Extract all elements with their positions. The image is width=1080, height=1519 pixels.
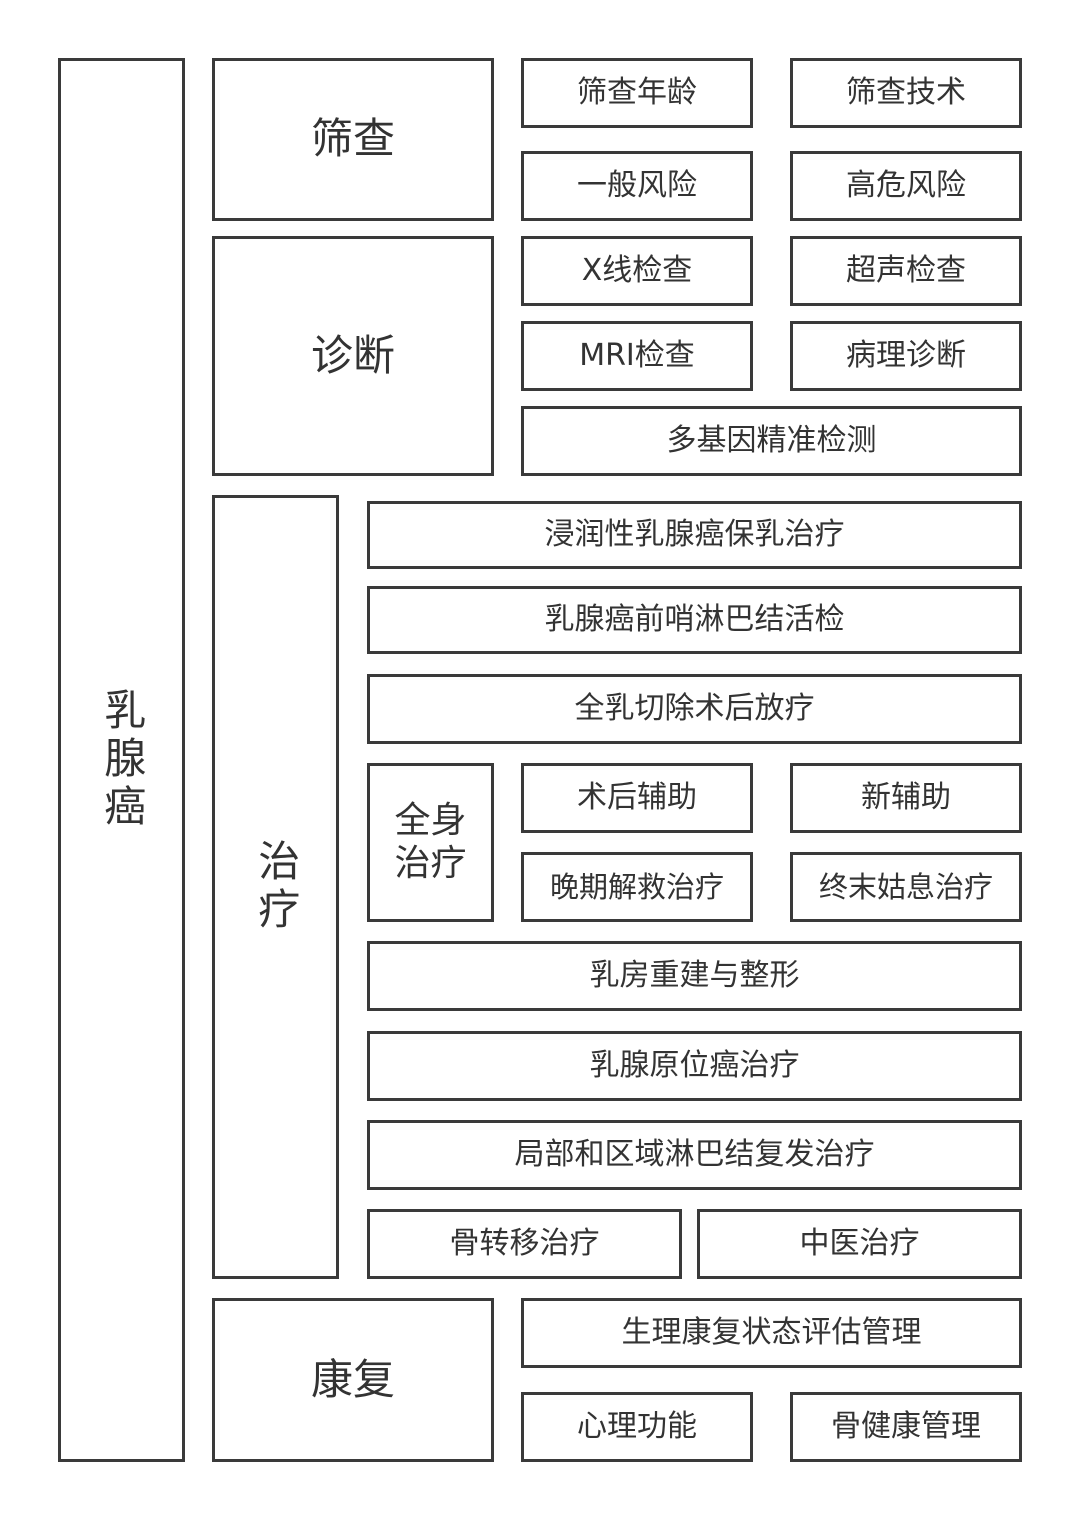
mri-exam-node: MRI检查 — [521, 321, 753, 391]
general-risk-node: 一般风险 — [521, 151, 753, 221]
systemic-treatment-title: 全身 治疗 — [394, 800, 467, 884]
dcis-treatment-label: 乳腺原位癌治疗 — [589, 1048, 800, 1083]
screening-age-label: 筛查年龄 — [577, 75, 697, 110]
physical-rehab-label: 生理康复状态评估管理 — [621, 1315, 922, 1350]
palliative-label: 终末姑息治疗 — [818, 869, 993, 904]
pmrt-label: 全乳切除术后放疗 — [574, 691, 815, 726]
palliative-node: 终末姑息治疗 — [790, 852, 1022, 922]
slnb-node: 乳腺癌前哨淋巴结活检 — [367, 586, 1022, 654]
reconstruction-label: 乳房重建与整形 — [589, 958, 800, 993]
pathology-diagnosis-label: 病理诊断 — [846, 338, 966, 373]
recurrence-treatment-node: 局部和区域淋巴结复发治疗 — [367, 1120, 1022, 1190]
screening-node: 筛查 — [212, 58, 494, 221]
bone-metastasis-label: 骨转移治疗 — [449, 1226, 600, 1261]
root-label: 乳腺癌 — [97, 688, 147, 832]
high-risk-label: 高危风险 — [846, 168, 966, 203]
dcis-treatment-node: 乳腺原位癌治疗 — [367, 1031, 1022, 1101]
ultrasound-exam-label: 超声检查 — [846, 253, 966, 288]
reconstruction-node: 乳房重建与整形 — [367, 941, 1022, 1011]
neoadjuvant-label: 新辅助 — [861, 780, 951, 815]
root-node-breast-cancer: 乳腺癌 — [58, 58, 185, 1462]
multigene-testing-node: 多基因精准检测 — [521, 406, 1022, 476]
tcm-treatment-label: 中医治疗 — [799, 1226, 920, 1261]
advanced-salvage-label: 晚期解救治疗 — [549, 869, 724, 904]
psychological-function-node: 心理功能 — [521, 1392, 753, 1462]
high-risk-node: 高危风险 — [790, 151, 1022, 221]
diagnosis-title: 诊断 — [310, 330, 395, 380]
mri-exam-label: MRI检查 — [579, 338, 695, 373]
psychological-function-label: 心理功能 — [577, 1409, 697, 1444]
treatment-title: 治疗 — [251, 839, 301, 935]
xray-exam-label: X线检查 — [581, 253, 693, 288]
systemic-treatment-node: 全身 治疗 — [367, 763, 494, 922]
xray-exam-node: X线检查 — [521, 236, 753, 306]
screening-title: 筛查 — [310, 114, 395, 164]
pmrt-node: 全乳切除术后放疗 — [367, 674, 1022, 744]
tcm-treatment-node: 中医治疗 — [697, 1209, 1022, 1279]
rehab-node: 康复 — [212, 1298, 494, 1462]
ultrasound-exam-node: 超声检查 — [790, 236, 1022, 306]
bone-health-node: 骨健康管理 — [790, 1392, 1022, 1462]
screening-technique-label: 筛查技术 — [846, 75, 966, 110]
general-risk-label: 一般风险 — [577, 168, 697, 203]
treatment-node: 治疗 — [212, 495, 339, 1279]
bone-metastasis-node: 骨转移治疗 — [367, 1209, 682, 1279]
multigene-testing-label: 多基因精准检测 — [666, 423, 877, 458]
pathology-diagnosis-node: 病理诊断 — [790, 321, 1022, 391]
adjuvant-label: 术后辅助 — [577, 780, 697, 815]
diagnosis-node: 诊断 — [212, 236, 494, 476]
screening-technique-node: 筛查技术 — [790, 58, 1022, 128]
physical-rehab-node: 生理康复状态评估管理 — [521, 1298, 1022, 1368]
screening-age-node: 筛查年龄 — [521, 58, 753, 128]
advanced-salvage-node: 晚期解救治疗 — [521, 852, 753, 922]
bcs-treatment-label: 浸润性乳腺癌保乳治疗 — [544, 517, 845, 552]
neoadjuvant-node: 新辅助 — [790, 763, 1022, 833]
bone-health-label: 骨健康管理 — [831, 1409, 981, 1444]
slnb-label: 乳腺癌前哨淋巴结活检 — [544, 602, 845, 637]
bcs-treatment-node: 浸润性乳腺癌保乳治疗 — [367, 501, 1022, 569]
adjuvant-node: 术后辅助 — [521, 763, 753, 833]
rehab-title: 康复 — [310, 1354, 395, 1404]
recurrence-treatment-label: 局部和区域淋巴结复发治疗 — [514, 1137, 875, 1172]
